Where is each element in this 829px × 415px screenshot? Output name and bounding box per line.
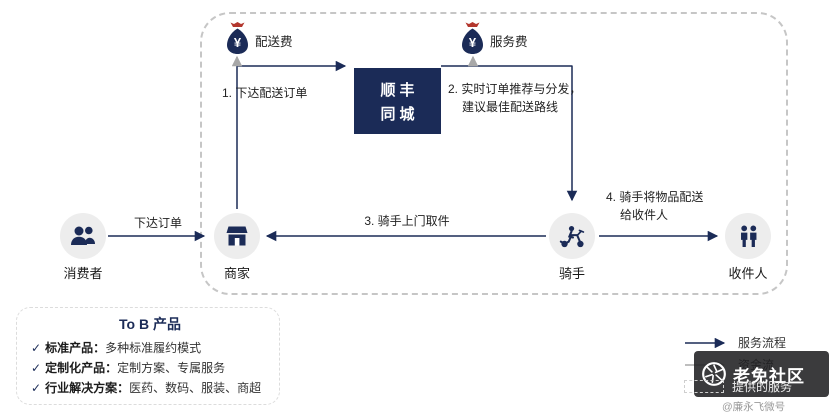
- solid-arrow-icon: [685, 337, 726, 348]
- recipient-label: 收件人: [728, 266, 768, 281]
- check-icon: ✓: [31, 361, 42, 375]
- hub-name-line2: 同城: [380, 105, 419, 123]
- check-icon: ✓: [31, 341, 42, 355]
- merchant-label: 商家: [223, 266, 250, 281]
- step4-label-line2: 给收件人: [620, 208, 669, 222]
- step2-label-line1: 2. 实时订单推荐与分发，: [448, 82, 582, 96]
- to-b-item-standard: ✓标准产品：多种标准履约模式: [31, 341, 202, 355]
- service-fee-label: 服务费: [490, 35, 528, 49]
- dashed-box-icon: [684, 380, 724, 393]
- step4-label-line1: 4. 骑手将物品配送: [606, 190, 704, 204]
- watermark-handle: @廉永飞微号: [722, 401, 786, 413]
- legend-provided-service: 提供的服务: [684, 378, 792, 395]
- to-b-item-industry: ✓行业解决方案：医药、数码、服装、商超: [31, 381, 262, 395]
- hub-name-line1: 顺丰: [380, 81, 419, 99]
- delivery-fee-label: 配送费: [255, 35, 293, 49]
- consumer-people-icon: [71, 226, 95, 245]
- check-icon: ✓: [31, 381, 42, 395]
- rider-label: 骑手: [558, 266, 585, 281]
- consumer-order-label: 下达订单: [133, 216, 182, 230]
- merchant-node: [214, 213, 260, 259]
- watermark-badge: 老免社区: [694, 351, 829, 397]
- scooter-icon: [559, 225, 585, 247]
- legend-service-flow: 服务流程: [684, 334, 786, 351]
- consumer-label: 消费者: [63, 266, 103, 281]
- yuan-symbol: ¥: [234, 35, 242, 50]
- consumer-node: [60, 213, 106, 259]
- to-b-products-box: To B 产品 ✓标准产品：多种标准履约模式 ✓定制化产品：定制方案、专属服务 …: [16, 307, 280, 405]
- service-flow-frame: [200, 12, 788, 295]
- to-b-item-custom: ✓定制化产品：定制方案、专属服务: [31, 361, 226, 375]
- rider-node: [549, 213, 595, 259]
- recipient-people-icon: [740, 224, 756, 247]
- money-bag-icon: ¥: [462, 22, 483, 54]
- step3-label: 3. 骑手上门取件: [364, 214, 450, 228]
- storefront-icon: [226, 226, 248, 246]
- to-b-title: To B 产品: [119, 316, 181, 332]
- yuan-symbol: ¥: [469, 35, 477, 50]
- money-bag-icon: ¥: [227, 22, 248, 54]
- step1-label: 1. 下达配送订单: [222, 86, 308, 100]
- step2-label-line2: 建议最佳配送路线: [462, 100, 559, 114]
- sf-intra-city-hub: 顺丰 同城: [354, 68, 441, 134]
- recipient-node: [725, 213, 771, 259]
- watermark-name: 老免社区: [733, 366, 805, 386]
